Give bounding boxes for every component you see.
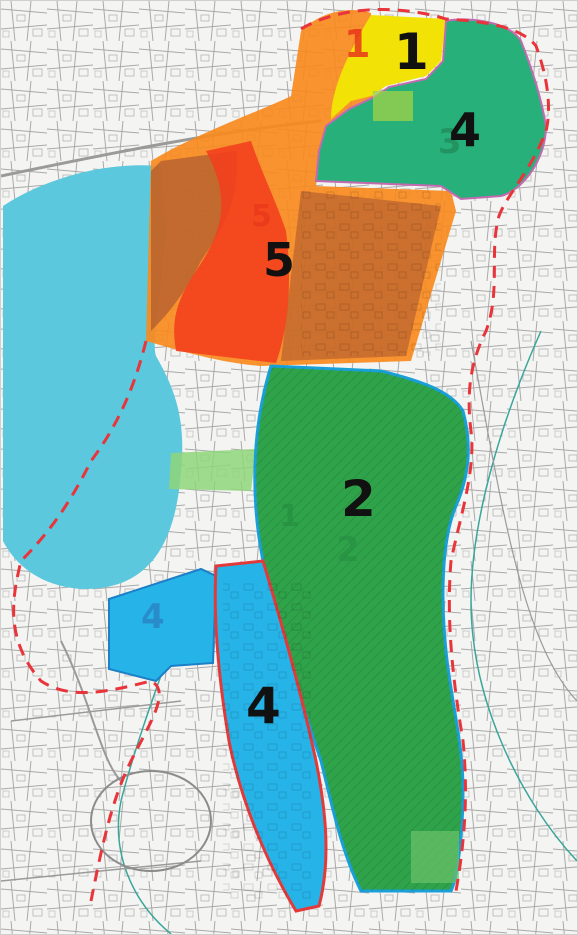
zone-label-2: 2 bbox=[341, 470, 376, 528]
ghost-label-zone-1: 1 bbox=[344, 22, 370, 66]
zone-label-4-south: 4 bbox=[246, 677, 281, 735]
zone-label-5: 5 bbox=[263, 233, 295, 287]
zone-1-area bbox=[331, 15, 446, 119]
ghost-label-zone-2-upper: 1 bbox=[279, 499, 300, 534]
site-boundary-west bbox=[12, 340, 161, 902]
zone-5-area bbox=[174, 141, 289, 363]
lake bbox=[3, 165, 183, 590]
ghost-label-zone-4-west: 4 bbox=[141, 597, 165, 637]
ghost-label-zone-2-lower: 2 bbox=[336, 530, 360, 570]
zone-2-clearing bbox=[411, 831, 459, 883]
site-boundary bbox=[300, 8, 551, 892]
zone-4-building-blocks bbox=[223, 581, 313, 901]
zone-label-4-north: 4 bbox=[449, 103, 481, 157]
ghost-label-zone-5: 5 bbox=[251, 199, 272, 234]
brown-area-west bbox=[151, 151, 237, 331]
zone-4-west-area bbox=[108, 567, 218, 683]
zone-2-texture bbox=[254, 366, 469, 891]
zone-4-inner-patch bbox=[373, 91, 413, 121]
green-strip bbox=[169, 449, 256, 491]
orange-building-blocks bbox=[301, 191, 441, 356]
ghost-label-zone-3: 3 bbox=[438, 122, 462, 162]
zone-label-1: 1 bbox=[394, 23, 429, 81]
